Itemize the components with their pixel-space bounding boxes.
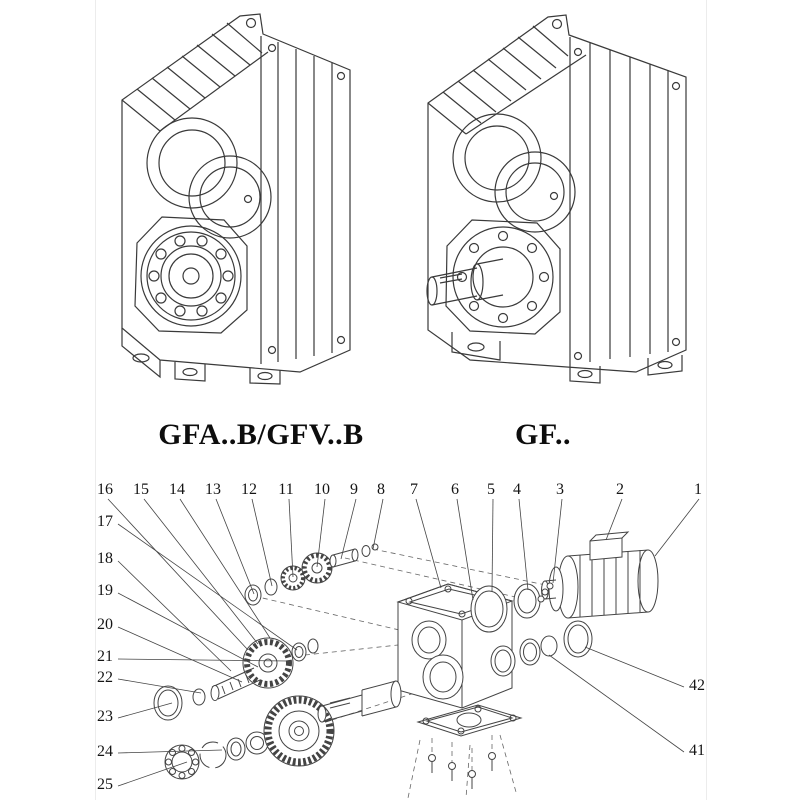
part-number-13: 13 — [205, 481, 221, 498]
part-number-19: 19 — [97, 582, 113, 599]
part-number-20: 20 — [97, 616, 113, 633]
bearing-balls-small — [165, 745, 199, 779]
output-shaft — [426, 258, 504, 306]
part-number-15: 15 — [133, 481, 149, 498]
part-number-21: 21 — [97, 648, 113, 665]
page-edge-right — [706, 0, 707, 800]
part-number-42: 42 — [689, 677, 705, 694]
part-number-17: 17 — [97, 513, 113, 530]
part-number-18: 18 — [97, 550, 113, 567]
part-number-5: 5 — [487, 481, 495, 498]
part-number-14: 14 — [169, 481, 185, 498]
flange-bolt-holes — [456, 230, 550, 324]
part-number-7: 7 — [410, 481, 418, 498]
part-number-22: 22 — [97, 669, 113, 686]
part-number-10: 10 — [314, 481, 330, 498]
part-number-6: 6 — [451, 481, 459, 498]
leader-lines — [107, 498, 700, 787]
part-number-41: 41 — [689, 742, 705, 759]
part-number-16: 16 — [97, 481, 113, 498]
part-number-4: 4 — [513, 481, 521, 498]
part-number-11: 11 — [278, 481, 294, 498]
oil-plug-icon — [245, 17, 257, 29]
part-number-25: 25 — [97, 776, 113, 793]
bolts — [428, 752, 496, 789]
bearing-balls — [148, 235, 234, 317]
oil-plug-icon — [551, 18, 563, 30]
part-number-23: 23 — [97, 708, 113, 725]
right-gearbox-drawing — [426, 14, 687, 384]
part-number-9: 9 — [350, 481, 358, 498]
left-gearbox-drawing — [121, 13, 351, 385]
model-label-left: GFA..B/GFV..B — [158, 418, 364, 451]
alignment-axes — [253, 548, 561, 799]
page-edge-left — [95, 0, 96, 800]
part-number-12: 12 — [241, 481, 257, 498]
part-number-24: 24 — [97, 743, 113, 760]
part-number-8: 8 — [377, 481, 385, 498]
model-label-right: GF.. — [515, 418, 571, 451]
part-number-3: 3 — [556, 481, 564, 498]
motor — [541, 531, 659, 619]
part-number-2: 2 — [616, 481, 624, 498]
part-number-1: 1 — [694, 481, 702, 498]
exploded-view — [153, 531, 659, 789]
